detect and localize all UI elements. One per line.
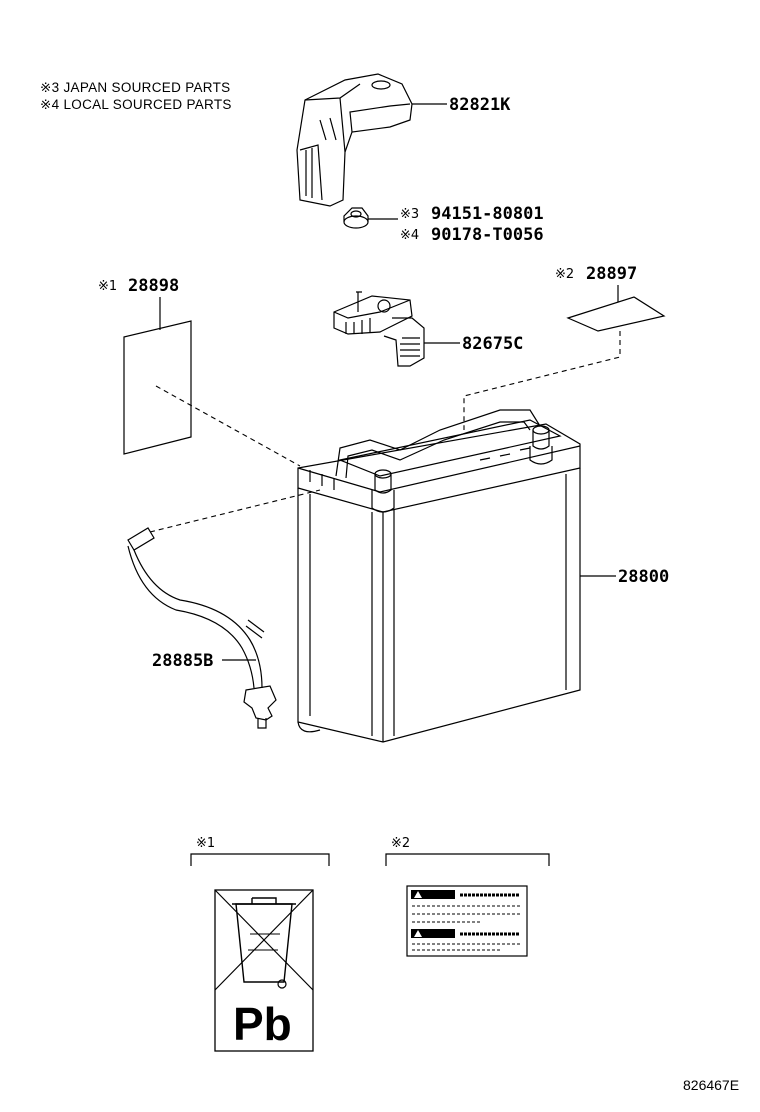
pb-recycle-label-drawing: Pb (214, 889, 314, 1052)
sensor-drawing (333, 291, 425, 367)
part-number-label-1: 28898 (128, 276, 179, 296)
part-number-nut-local: 90178-T0056 (431, 225, 544, 245)
warning-label-drawing (406, 885, 528, 957)
note-local-sourced: ※4 LOCAL SOURCED PARTS (40, 97, 232, 112)
warning-triangle-icon (414, 891, 422, 898)
label-1-mark: ※1 (98, 279, 117, 294)
part-number-clamp-cover: 82821K (449, 95, 511, 115)
vent-hose-drawing (127, 527, 277, 729)
note-japan-sourced: ※3 JAPAN SOURCED PARTS (40, 80, 231, 95)
part-number-label-2: 28897 (586, 264, 637, 284)
part-number-battery: 28800 (618, 567, 669, 587)
japan-sourced-mark: ※3 (400, 207, 419, 222)
detail-2-marker: ※2 (391, 836, 410, 851)
label-2-mark: ※2 (555, 267, 574, 282)
warning-triangle-icon-2 (414, 930, 422, 937)
clamp-cover-drawing (296, 73, 413, 207)
detail-1-marker: ※1 (196, 836, 215, 851)
nut-drawing (343, 207, 369, 229)
pb-lead-symbol: Pb (233, 998, 292, 1050)
part-number-nut-japan: 94151-80801 (431, 204, 544, 224)
local-sourced-mark: ※4 (400, 228, 419, 243)
sourcing-notes: ※3 JAPAN SOURCED PARTS ※4 LOCAL SOURCED … (40, 79, 232, 113)
label-2-sheet (566, 296, 666, 332)
illustration-number: 826467E (683, 1077, 739, 1093)
part-number-vent-hose: 28885B (152, 651, 213, 671)
label-1-sheet (123, 320, 192, 455)
battery-drawing (297, 409, 581, 743)
part-number-sensor: 82675C (462, 334, 523, 354)
